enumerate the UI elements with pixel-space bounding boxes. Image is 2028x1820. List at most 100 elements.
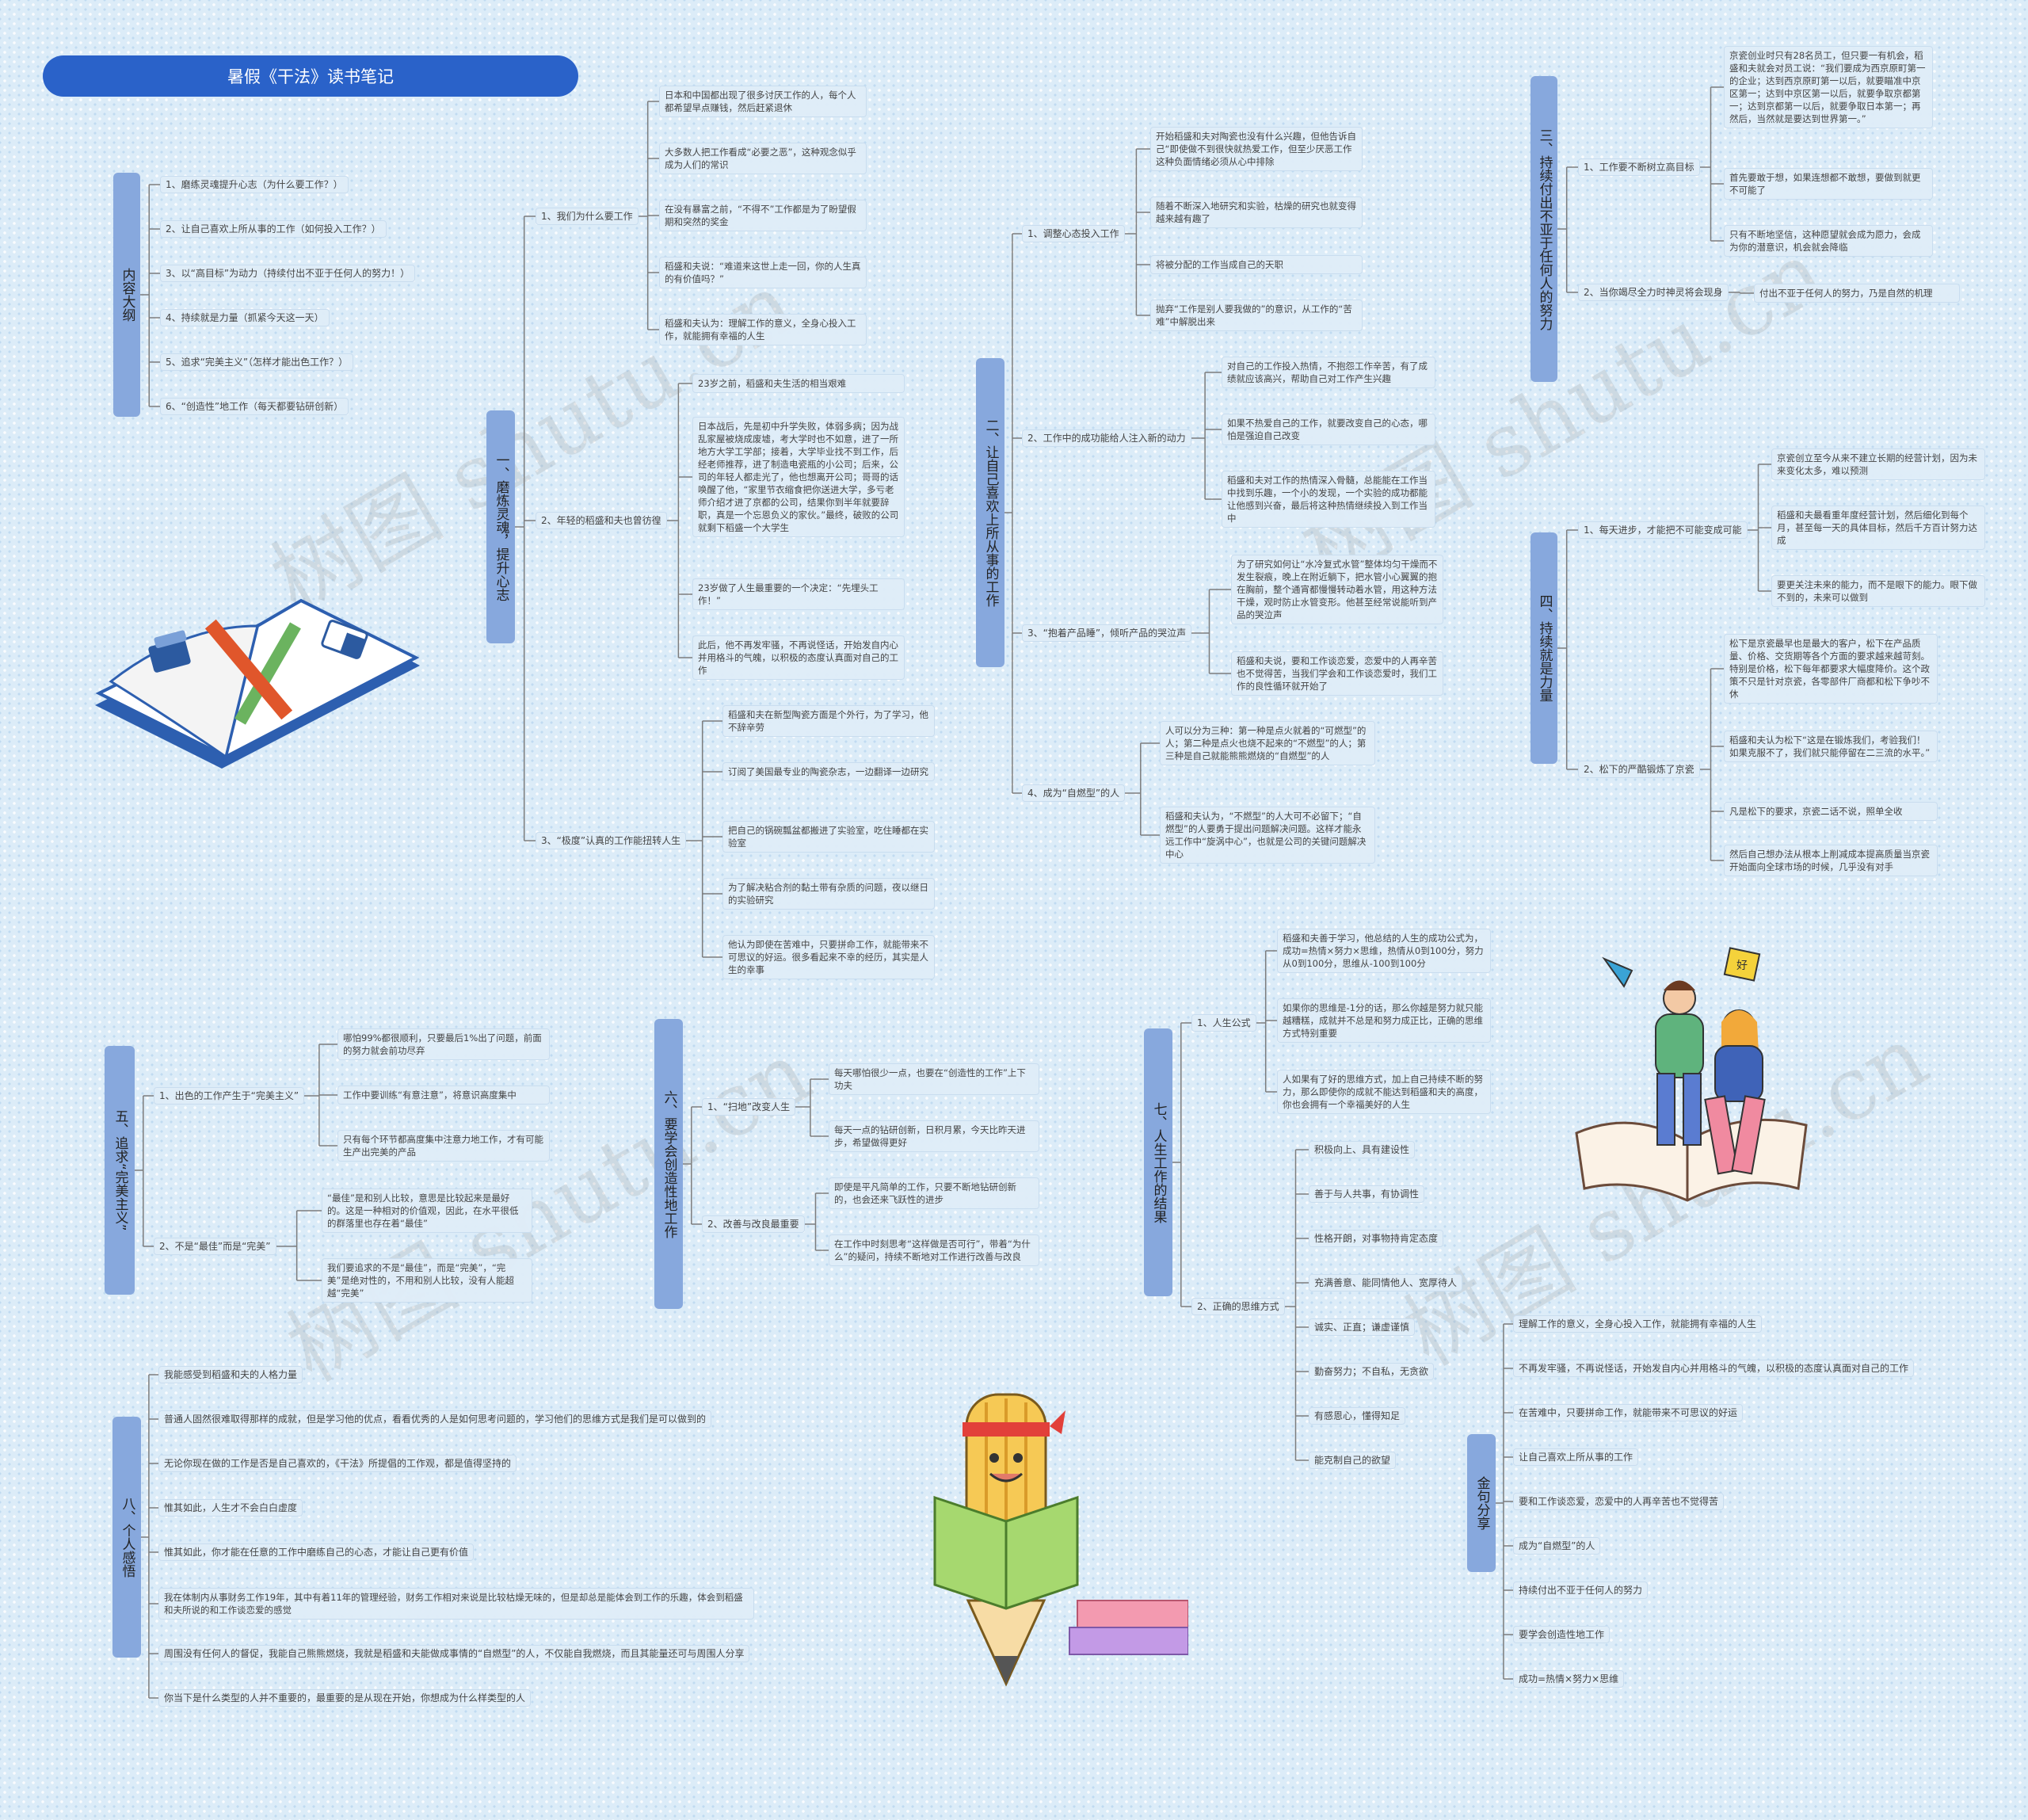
b7-note: 如果你的思维是-1分的话，那么你越是努力就只能越糟糕，成就并不总是和努力成正比，…: [1277, 998, 1491, 1043]
b4-sub-1: 1、每天进步，才能把不可能变成可能: [1578, 521, 1748, 539]
connector-line: [1125, 149, 1150, 315]
connector-line: [1191, 589, 1231, 673]
b4-note: 稻盛和夫最看重年度经营计划，然后细化到每个月，甚至每一天的具体目标，然后千方百计…: [1771, 506, 1985, 550]
b2-note: 如果不热爱自己的工作，就要改变自己的心态，哪怕是强迫自己改变: [1222, 414, 1435, 445]
b8-item: 我在体制内从事财务工作19年，其中有着11年的管理经验，财务工作相对来说是比较枯…: [158, 1588, 754, 1620]
connector-line: [1496, 1324, 1513, 1679]
connector-line: [686, 721, 722, 957]
branch-2: 二、让自己喜欢上所从事的工作: [976, 358, 1004, 667]
b1-note: 稻盛和夫说：“难道来这世上走一回，你的人生真的有价值吗？”: [659, 257, 867, 288]
b2-sub-3: 3、“抱着产品睡”，倾听产品的哭泣声: [1022, 624, 1191, 642]
b8-item: 普通人固然很难取得那样的成就，但是学习他的优点，看看优秀的人是如何思考问题的，学…: [158, 1410, 711, 1428]
b1-note: 23岁之前，稻盛和夫生活的相当艰难: [692, 374, 905, 393]
b3-note: 首先要敢于想，如果连想都不敢想，要做到就更不可能了: [1724, 168, 1933, 200]
b1-note: 稻盛和夫认为：理解工作的意义，全身心投入工作，就能拥有幸福的人生: [659, 314, 867, 345]
outline-item: 2、让自己喜欢上所从事的工作（如何投入工作？）: [160, 220, 387, 238]
connector-line: [141, 1375, 158, 1698]
connector-line: [1004, 234, 1022, 793]
b1-sub-3: 3、“极度”认真的工作能扭转人生: [536, 832, 686, 849]
b7-note: 性格开朗，对事物持肯定态度: [1309, 1230, 1443, 1247]
quote-item: 不再发牢骚，不再说怪话，开始发自内心并用格斗的气魄，以积极的态度认真面对自己的工…: [1513, 1360, 1914, 1377]
b1-sub-1: 1、我们为什么要工作: [536, 208, 639, 225]
b1-note: 他认为即使在苦难中，只要拼命工作，就能带来不可思议的好运。很多看起来不幸的经历，…: [722, 935, 935, 979]
book-pencil-illustration: [63, 507, 452, 824]
b1-note: 在没有暴富之前，“不得不”工作都是为了盼望假期和突然的奖金: [659, 200, 867, 231]
b2-note: 人可以分为三种：第一种是点火就着的“可燃型”的人；第二种是点火也烧不起来的“不燃…: [1160, 721, 1375, 765]
quote-item: 要学会创造性地工作: [1513, 1626, 1610, 1643]
b7-note: 稻盛和夫善于学习，他总结的人生的成功公式为，成功=热情×努力×思维，热情从0到1…: [1277, 929, 1491, 973]
b1-note: 大多数人把工作看成“必要之恶”，这种观念似乎成为人们的常识: [659, 143, 867, 174]
connector-line: [140, 185, 160, 406]
connector-line: [1557, 530, 1578, 769]
b7-note: 充满善意、能同情他人、宽厚待人: [1309, 1274, 1462, 1292]
connector-line: [1285, 1150, 1309, 1460]
b2-sub-4: 4、成为“自燃型”的人: [1022, 784, 1125, 802]
connector-line: [1557, 167, 1578, 292]
b1-sub-2: 2、年轻的稻盛和夫也曾彷徨: [536, 512, 667, 529]
b8-item: 惟其如此，你才能在任意的工作中磨练自己的心态，才能让自己更有价值: [158, 1543, 474, 1561]
b5-note: 工作中要训练“有意注意”，将意识高度集中: [337, 1086, 550, 1105]
b3-note: 付出不亚于任何人的努力，乃是自然的机理: [1754, 284, 1960, 303]
outline-item: 4、持续就是力量（抓紧今天这一天）: [160, 309, 330, 326]
connector-line: [683, 1107, 702, 1224]
branch-7: 七、人生工作的结果: [1144, 1028, 1172, 1296]
connector-line: [1172, 1023, 1191, 1307]
connector-line: [1256, 951, 1277, 1092]
pencil-mascot-illustration: [919, 1379, 1188, 1696]
b6-sub-2: 2、改善与改良最重要: [702, 1215, 805, 1233]
branch-8: 八、个人感悟: [112, 1417, 141, 1658]
kids-reading-illustration: 好: [1569, 911, 1814, 1212]
connector-line: [304, 1044, 337, 1146]
b2-note: 稻盛和夫对工作的热情深入骨髓，总能能在工作当中找到乐趣，一个小的发现，一个实验的…: [1222, 471, 1435, 528]
b1-note: 把自己的锅碗瓢盆都搬进了实验室，吃住睡都在实验室: [722, 821, 935, 853]
branch-outline: 内容大纲: [113, 173, 140, 417]
b2-note: 稻盛和夫认为，“不燃型”的人大可不必留下；“自燃型”的人要勇于提出问题解决问题。…: [1160, 807, 1375, 864]
b2-note: 为了研究如何让“水冷复式水管”整体均匀干燥而不发生裂痕，晚上在附近躺下，把水管小…: [1231, 555, 1443, 624]
b7-note: 善于与人共事，有协调性: [1309, 1185, 1424, 1203]
b7-sub-2: 2、正确的思维方式: [1191, 1298, 1285, 1315]
b8-item: 周围没有任何人的督促，我能自己熊熊燃烧，我就是稻盛和夫能做成事情的“自燃型”的人…: [158, 1645, 749, 1662]
b4-sub-2: 2、松下的严酷锻炼了京瓷: [1578, 761, 1700, 778]
connector-line: [805, 1193, 829, 1250]
quote-item: 在苦难中，只要拼命工作，就能带来不可思议的好运: [1513, 1404, 1743, 1421]
outline-item: 6、“创造性”地工作（每天都要钻研创新）: [160, 398, 349, 415]
b6-note: 每天一点的钻研创新，日积月累，今天比昨天进步，希望做得更好: [829, 1120, 1039, 1152]
b5-sub-1: 1、出色的工作产生于“完美主义”: [154, 1087, 304, 1105]
b1-note: 为了解决粘合剂的黏土带有杂质的问题，夜以继日的实验研究: [722, 878, 935, 910]
branch-1: 一、磨炼灵魂，提升心志: [486, 410, 515, 643]
b4-note: 京瓷创立至今从来不建立长期的经营计划，因为未来变化太多，难以预测: [1771, 448, 1985, 480]
branch-5: 五、追求“完美主义”: [105, 1046, 135, 1295]
branch-6: 六、要学会创造性地工作: [654, 1019, 683, 1309]
connector-line: [1125, 743, 1160, 835]
b2-note: 抛弃“工作是别人要我做的”的意识，从工作的“苦难”中解脱出来: [1150, 300, 1363, 331]
connector-line: [1700, 669, 1724, 860]
quote-item: 理解工作的意义，全身心投入工作，就能拥有幸福的人生: [1513, 1315, 1762, 1333]
b2-note: 将被分配的工作当成自己的天职: [1150, 255, 1363, 274]
quote-item: 让自己喜欢上所从事的工作: [1513, 1448, 1638, 1466]
quote-item: 持续付出不亚于任何人的努力: [1513, 1582, 1648, 1599]
quote-item: 成为“自燃型”的人: [1513, 1537, 1600, 1555]
b5-sub-2: 2、不是“最佳”而是“完美”: [154, 1238, 276, 1255]
b7-note: 有感恩心，懂得知足: [1309, 1407, 1405, 1425]
b1-note: 订阅了美国最专业的陶瓷杂志，一边翻译一边研究: [722, 762, 935, 781]
b3-sub-1: 1、工作要不断树立高目标: [1578, 158, 1700, 176]
page-title: 暑假《干法》读书笔记: [43, 55, 578, 97]
b2-sub-2: 2、工作中的成功能给人注入新的动力: [1022, 429, 1191, 447]
connector-line: [1191, 372, 1222, 499]
b4-note: 然后自己想办法从根本上削减成本提高质量当京瓷开始面向全球市场的时候，几乎没有对手: [1724, 845, 1938, 876]
b5-note: 哪怕99%都很顺利，只要最后1%出了问题，前面的努力就会前功尽弃: [337, 1028, 550, 1060]
outline-item: 1、磨练灵魂提升心志（为什么要工作？）: [160, 176, 349, 193]
b2-note: 稻盛和夫说，要和工作谈恋爱，恋爱中的人再辛苦也不觉得苦，当我们学会和工作谈恋爱时…: [1231, 651, 1443, 696]
connector-line: [1748, 464, 1771, 591]
b4-note: 稻盛和夫认为松下“这是在锻炼我们，考验我们！如果克服不了，我们就只能停留在二三流…: [1724, 731, 1938, 762]
b1-note: 稻盛和夫在新型陶瓷方面是个外行，为了学习，他不辞辛劳: [722, 705, 935, 737]
b7-note: 能克制自己的欲望: [1309, 1452, 1396, 1469]
b2-note: 随着不断深入地研究和实验，枯燥的研究也就变得越来越有趣了: [1150, 196, 1363, 228]
b6-sub-1: 1、“扫地”改变人生: [702, 1098, 795, 1116]
b2-sub-1: 1、调整心态投入工作: [1022, 225, 1125, 242]
b6-note: 在工作中时刻思考“这样做是否可行”，带着“为什么”的疑问，持续不断地对工作进行改…: [829, 1234, 1039, 1266]
connector-line: [667, 383, 692, 658]
connector-line: [1700, 87, 1724, 241]
b8-item: 我能感受到稻盛和夫的人格力量: [158, 1366, 303, 1383]
connector-line: [276, 1211, 322, 1280]
